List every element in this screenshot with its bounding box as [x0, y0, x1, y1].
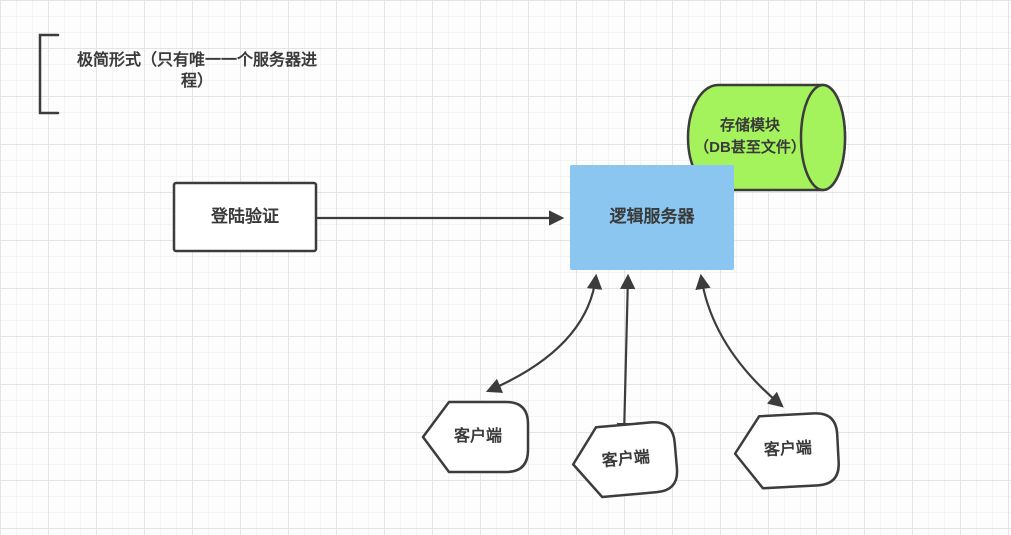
client-node-3[interactable]	[733, 412, 840, 490]
edge-logic-server-client-3[interactable]	[695, 273, 784, 408]
client-shape	[421, 400, 530, 474]
edge-logic-server-client-2[interactable]	[616, 273, 636, 439]
storage-node[interactable]	[686, 83, 847, 192]
edge-logic-server-client-1[interactable]	[485, 273, 603, 393]
client-node-2[interactable]	[570, 421, 679, 500]
storage-cylinder-cap	[799, 83, 847, 192]
logic-server-node[interactable]	[570, 165, 734, 270]
client-shape	[571, 421, 679, 499]
annotation-bracket[interactable]	[38, 33, 60, 115]
client-node-1[interactable]	[421, 400, 530, 474]
client-shape	[733, 412, 840, 490]
login-node[interactable]	[172, 181, 318, 253]
